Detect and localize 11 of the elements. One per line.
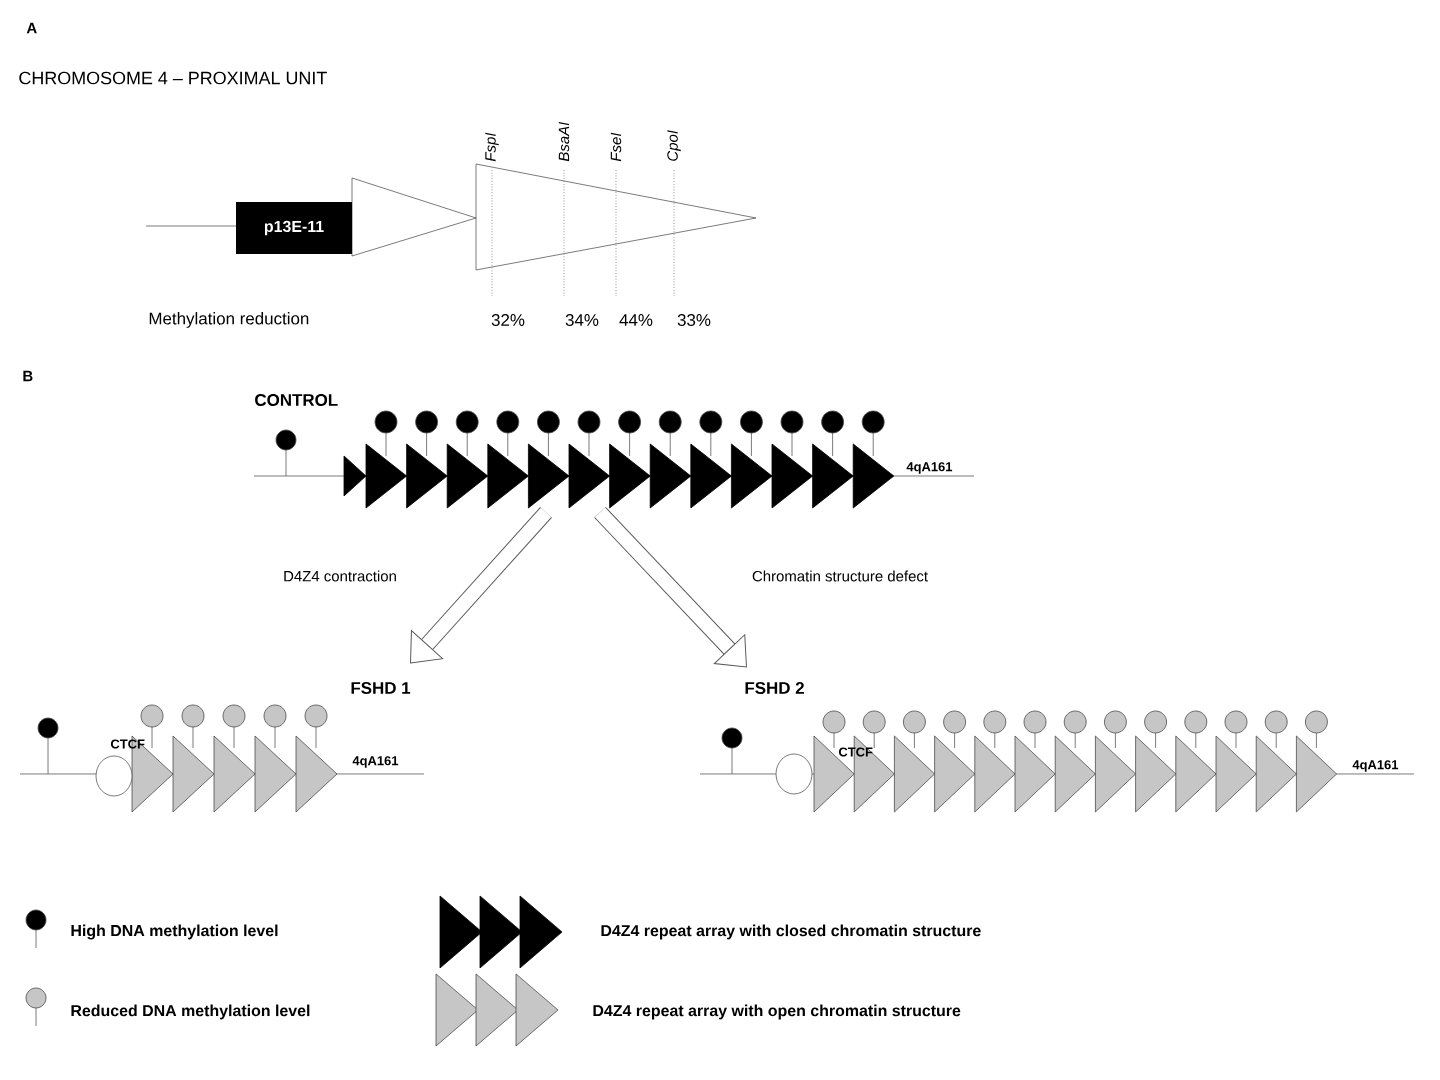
percent-label: 33% bbox=[677, 314, 711, 326]
array-label: CONTROL bbox=[255, 394, 338, 406]
array-label: FSHD 1 bbox=[351, 682, 411, 694]
percent-label: 44% bbox=[619, 314, 653, 326]
panel-title: CHROMOSOME 4 – PROXIMAL UNIT bbox=[19, 71, 327, 85]
percent-label: 32% bbox=[491, 314, 525, 326]
block-arrow bbox=[594, 506, 747, 668]
array-label: FSHD 2 bbox=[745, 682, 804, 694]
block-arrow bbox=[410, 507, 552, 664]
row-label: Methylation reduction bbox=[149, 312, 309, 328]
percent-label: 34% bbox=[565, 314, 599, 326]
